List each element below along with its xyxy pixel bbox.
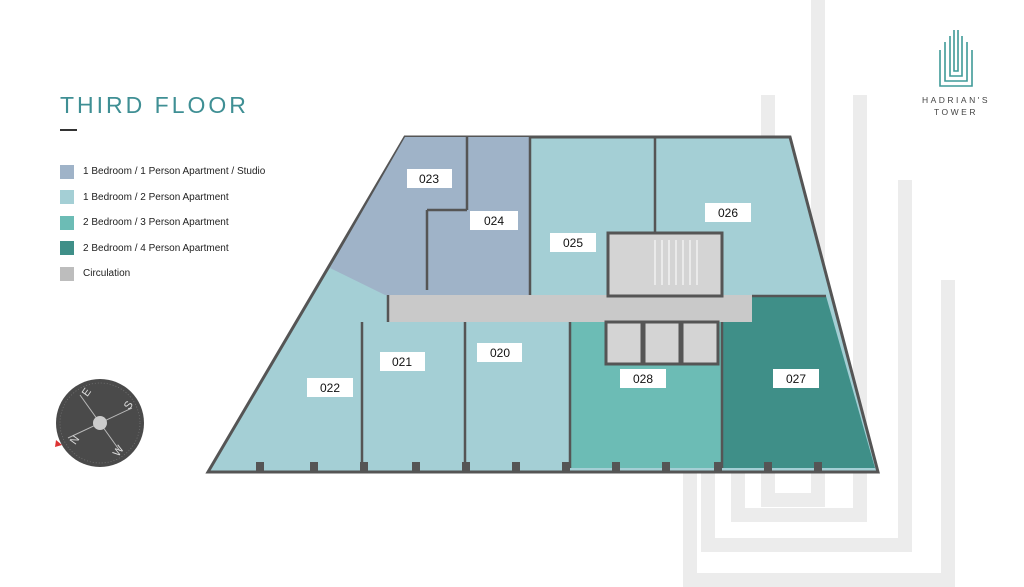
legend: 1 Bedroom / 1 Person Apartment / Studio … <box>60 159 265 287</box>
svg-text:023: 023 <box>419 172 439 186</box>
legend-swatch <box>60 190 74 205</box>
unit-label-027: 027 <box>773 369 819 388</box>
legend-swatch <box>60 266 74 281</box>
unit-label-021: 021 <box>380 352 425 371</box>
north-marker-icon <box>55 440 62 447</box>
unit-label-022: 022 <box>307 378 353 397</box>
svg-text:026: 026 <box>718 206 738 220</box>
svg-text:020: 020 <box>490 346 510 360</box>
unit-label-023: 023 <box>407 169 452 188</box>
svg-text:025: 025 <box>563 236 583 250</box>
svg-text:024: 024 <box>484 214 504 228</box>
svg-text:021: 021 <box>392 355 412 369</box>
stairs <box>654 240 698 285</box>
legend-swatch <box>60 241 74 256</box>
corridor <box>388 295 752 322</box>
unit-label-020: 020 <box>477 343 522 362</box>
lifts <box>604 320 720 366</box>
svg-text:028: 028 <box>633 372 653 386</box>
legend-item-1b2p: 1 Bedroom / 2 Person Apartment <box>60 185 265 211</box>
unit-label-028: 028 <box>620 369 666 388</box>
legend-swatch <box>60 215 74 230</box>
legend-item-2b4p: 2 Bedroom / 4 Person Apartment <box>60 236 265 262</box>
logo: HADRIAN'S TOWER <box>918 28 994 117</box>
zone-studio <box>330 137 530 295</box>
svg-text:022: 022 <box>320 381 340 395</box>
stair-core <box>606 231 724 298</box>
unit-label-024: 024 <box>470 211 518 230</box>
walls <box>360 137 826 468</box>
legend-item-studio: 1 Bedroom / 1 Person Apartment / Studio <box>60 159 265 185</box>
page-title: THIRD FLOOR <box>60 92 249 118</box>
svg-text:027: 027 <box>786 372 806 386</box>
tower-logo-icon <box>939 30 973 87</box>
legend-item-2b3p: 2 Bedroom / 3 Person Apartment <box>60 210 265 236</box>
facade-piers <box>256 462 822 472</box>
compass: N E S W <box>55 379 144 467</box>
title-rule <box>60 129 77 131</box>
unit-label-026: 026 <box>705 203 751 222</box>
legend-item-circulation: Circulation <box>60 261 265 287</box>
legend-swatch <box>60 164 74 179</box>
unit-label-025: 025 <box>550 233 596 252</box>
